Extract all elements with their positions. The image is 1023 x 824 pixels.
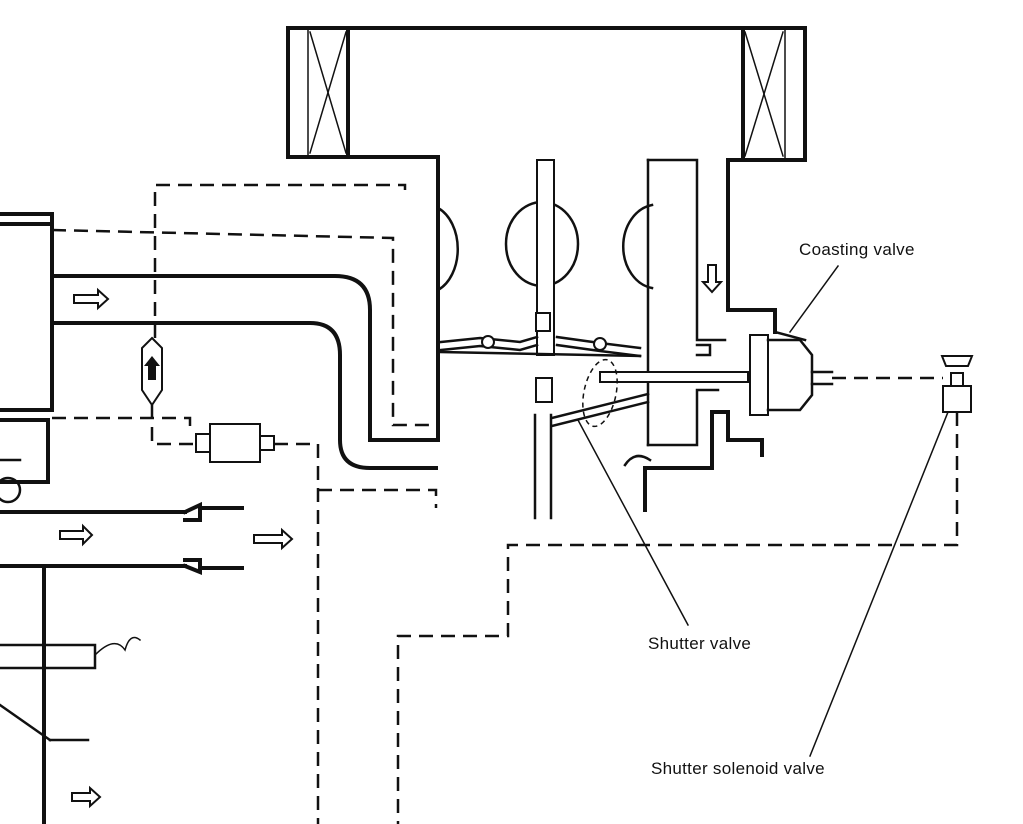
flow-down-arrow-icon bbox=[700, 264, 724, 294]
shutter-solenoid-valve bbox=[940, 355, 974, 413]
coasting-valve bbox=[749, 330, 834, 416]
shutter-solenoid-valve-label: Shutter solenoid valve bbox=[651, 759, 825, 778]
flow-right-arrow-icon bbox=[59, 523, 94, 547]
flow-right-arrow-icon bbox=[71, 785, 102, 809]
air-filter-left bbox=[286, 26, 350, 159]
shutter-valve-label: Shutter valve bbox=[648, 634, 752, 653]
flow-arrows bbox=[59, 264, 724, 809]
coasting-valve-label: Coasting valve bbox=[799, 240, 915, 259]
leader-lines bbox=[576, 264, 949, 757]
air-cleaner bbox=[286, 26, 807, 162]
carburetor-body bbox=[436, 155, 777, 520]
flow-right-arrow-icon bbox=[73, 287, 110, 311]
air-filter-right bbox=[741, 26, 807, 162]
flow-up-arrow-icon bbox=[144, 356, 160, 380]
vacuum-lines bbox=[51, 183, 959, 824]
flow-right-arrow-icon bbox=[253, 527, 294, 551]
vacuum-control-valve bbox=[141, 336, 275, 463]
intake-pipes bbox=[0, 212, 438, 824]
